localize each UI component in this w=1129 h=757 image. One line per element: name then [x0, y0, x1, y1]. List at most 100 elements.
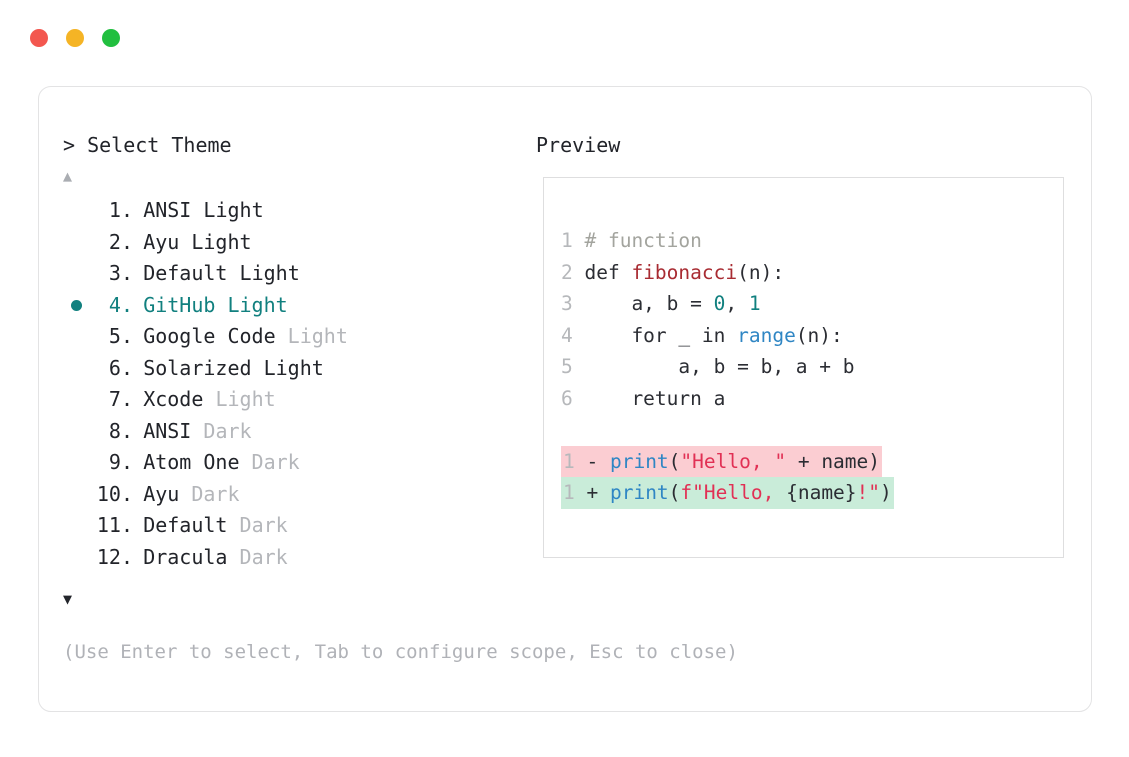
theme-list-item[interactable]: 1.ANSI Light — [63, 195, 533, 227]
line-number: 1 — [561, 229, 585, 252]
code-token-str: "Hello, " — [680, 449, 787, 473]
selection-bullet-cell — [63, 416, 89, 448]
theme-item-name: Default — [143, 513, 228, 537]
diff-highlight-band: 1 - print("Hello, " + name) — [561, 445, 883, 477]
selection-bullet-cell — [63, 258, 89, 290]
page-title: > Select Theme — [63, 133, 232, 157]
card-columns: > Select Theme ▲ 1.ANSI Light 2. Ayu Ligh… — [39, 87, 1091, 711]
theme-item-number: 9. — [96, 450, 133, 474]
diff-sign: - — [586, 449, 610, 473]
theme-item-number: 6. — [96, 355, 133, 380]
theme-item-number: 2. — [96, 229, 133, 254]
selection-bullet-cell — [63, 227, 89, 259]
code-token-plain: {name} — [786, 481, 857, 504]
code-line: 2 def fibonacci(n): — [561, 257, 894, 289]
theme-list-item[interactable]: 6.Solarized Light — [63, 353, 533, 385]
selection-bullet-cell — [63, 479, 89, 511]
code-token-fn: fibonacci — [631, 260, 738, 284]
code-token-plain: a, b = b, a + b — [584, 355, 855, 378]
selected-bullet-icon — [70, 299, 82, 311]
theme-list[interactable]: 1.ANSI Light 2. Ayu Light 3. Default Light… — [63, 195, 533, 573]
theme-item-name: Default — [143, 261, 228, 285]
line-number: 5 — [561, 355, 585, 378]
theme-item-variant: Dark — [179, 481, 240, 506]
theme-list-item[interactable]: 11. Default Dark — [63, 510, 533, 542]
code-blank-line — [561, 414, 894, 446]
theme-item-variant: Light — [191, 198, 264, 222]
selection-bullet-cell — [63, 384, 89, 416]
code-token-num: 0 — [713, 292, 726, 315]
theme-selector-column: > Select Theme ▲ 1.ANSI Light 2. Ayu Ligh… — [63, 131, 533, 609]
theme-item-name: GitHub — [143, 292, 216, 317]
theme-item-number: 3. — [96, 261, 133, 285]
theme-item-variant: Dark — [227, 513, 288, 537]
close-window-button[interactable] — [30, 29, 48, 47]
code-token-num: 1 — [748, 292, 761, 315]
code-token-builtin: range — [737, 323, 796, 347]
scroll-down-arrow-icon[interactable]: ▼ — [63, 590, 73, 608]
selection-bullet-cell — [63, 195, 89, 227]
code-line: 1 # function — [561, 225, 894, 257]
code-line: 5 a, b = b, a + b — [561, 351, 894, 383]
diff-line-removed: 1 - print("Hello, " + name) — [561, 445, 894, 477]
code-token-punct: (n): — [795, 323, 843, 347]
theme-item-number: 7. — [96, 387, 133, 411]
theme-item-variant: Light — [227, 261, 300, 285]
scroll-up-arrow-icon[interactable]: ▲ — [63, 167, 73, 185]
theme-item-number: 11. — [96, 513, 133, 537]
theme-item-number: 5. — [96, 324, 133, 348]
theme-item-number: 4. — [96, 292, 133, 317]
theme-item-name: ANSI — [143, 198, 192, 222]
theme-item-number: 10. — [96, 481, 133, 506]
code-line: 3 a, b = 0, 1 — [561, 288, 894, 320]
theme-item-name: Ayu — [143, 229, 180, 254]
keyboard-hint: (Use Enter to select, Tab to configure s… — [63, 641, 738, 663]
code-token-punct: (n): — [737, 260, 785, 284]
line-number: 2 — [561, 260, 585, 284]
code-line: 4 for _ in range(n): — [561, 320, 894, 352]
selection-bullet-cell — [63, 290, 89, 322]
diff-line-added: 1 + print(f"Hello, {name}!") — [561, 477, 894, 509]
code-token-builtin: print — [609, 481, 669, 504]
line-number: 6 — [561, 386, 585, 410]
theme-item-variant: Light — [179, 229, 252, 254]
theme-item-name: Atom One — [143, 450, 240, 474]
line-number: 1 — [563, 449, 587, 473]
selection-bullet-cell — [63, 447, 89, 479]
code-token-builtin: print — [609, 449, 669, 473]
theme-item-name: Solarized — [143, 355, 252, 380]
theme-list-item[interactable]: 5.Google Code Light — [63, 321, 533, 353]
theme-list-item[interactable]: 9. Atom One Dark — [63, 447, 533, 479]
theme-item-number: 8. — [96, 418, 133, 443]
line-number: 1 — [563, 481, 587, 504]
minimize-window-button[interactable] — [66, 29, 84, 47]
theme-item-name: Google Code — [143, 324, 276, 348]
diff-highlight-band: 1 + print(f"Hello, {name}!") — [561, 477, 894, 509]
theme-list-item[interactable]: 3. Default Light — [63, 258, 533, 290]
diff-sign: + — [586, 481, 610, 504]
code-line: 6 return a — [561, 383, 894, 415]
theme-item-variant: Dark — [239, 450, 300, 474]
code-token-plain: , — [725, 292, 749, 315]
code-token-punct: ( — [668, 449, 681, 473]
line-number: 3 — [561, 292, 585, 315]
code-token-str: !" — [856, 481, 881, 504]
code-token-str: f"Hello, — [680, 481, 787, 504]
theme-list-item[interactable]: 7.Xcode Light — [63, 384, 533, 416]
theme-item-variant: Dark — [227, 544, 288, 569]
theme-list-item[interactable]: 10.Ayu Dark — [63, 479, 533, 511]
selection-bullet-cell — [63, 321, 89, 353]
theme-list-item[interactable]: 2. Ayu Light — [63, 227, 533, 259]
theme-list-item[interactable]: 8.ANSI Dark — [63, 416, 533, 448]
code-token-plain: a, b = — [584, 292, 714, 315]
window-traffic-lights — [30, 29, 120, 47]
theme-list-item[interactable]: 4.GitHub Light — [63, 290, 533, 322]
code-token-comment: # function — [584, 229, 702, 252]
theme-item-number: 12. — [96, 544, 133, 569]
code-token-plain: return a — [584, 386, 726, 410]
theme-list-item[interactable]: 12.Dracula Dark — [63, 542, 533, 574]
maximize-window-button[interactable] — [102, 29, 120, 47]
